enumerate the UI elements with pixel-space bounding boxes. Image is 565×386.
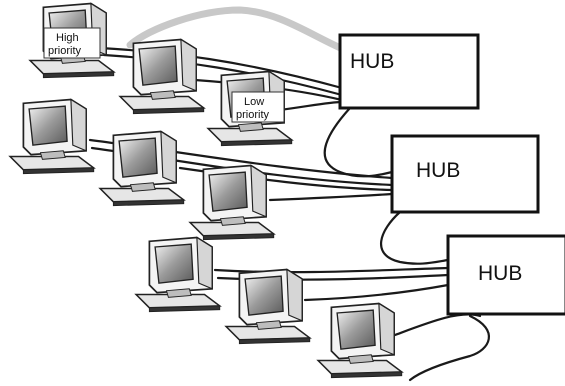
computer-icon — [9, 98, 95, 175]
hub-2: HUB — [390, 134, 540, 214]
hub-label: HUB — [416, 159, 460, 182]
cable — [213, 266, 450, 274]
computer-icon — [225, 268, 311, 345]
hub-3: HUB — [446, 234, 565, 316]
cable — [278, 100, 344, 112]
low-priority-line-1: Low — [244, 96, 264, 108]
backbone-cable — [126, 6, 349, 54]
cable — [303, 283, 450, 302]
hub-tail-cable — [408, 314, 491, 382]
hub-label: HUB — [478, 262, 522, 285]
computer-icon — [135, 236, 221, 313]
hub-1: HUB — [338, 33, 480, 110]
cable — [393, 313, 482, 337]
computer-icon — [317, 302, 403, 379]
cable — [98, 46, 344, 90]
cable — [268, 192, 394, 202]
cable — [102, 53, 344, 97]
hub-label: HUB — [350, 50, 394, 73]
hub-link-cable — [380, 210, 450, 265]
low-priority-line-2: priority — [236, 109, 270, 121]
low-priority-tag: Low priority — [231, 91, 285, 123]
computer-icon — [99, 130, 185, 207]
high-priority-line-1: High — [56, 32, 79, 44]
computer-icon — [119, 38, 205, 115]
high-priority-line-2: priority — [48, 45, 82, 57]
high-priority-tag: High priority — [43, 27, 101, 59]
computer-icon — [189, 164, 275, 241]
hub-link-cable — [323, 106, 394, 178]
